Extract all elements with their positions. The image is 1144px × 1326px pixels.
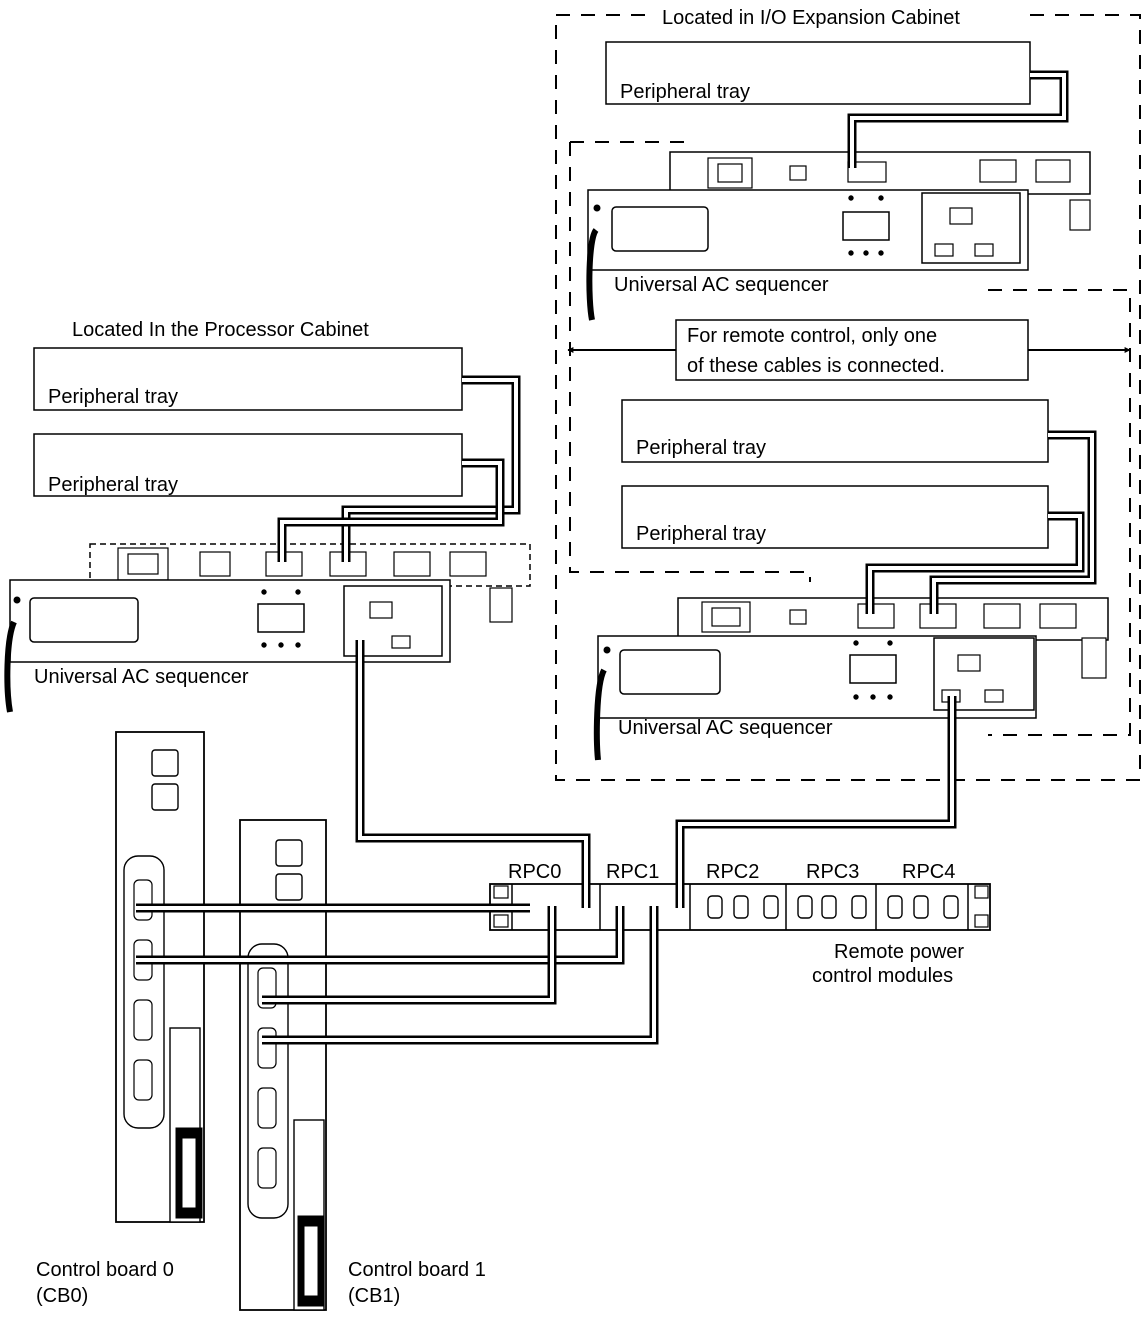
io-sequencer-top-label: Universal AC sequencer xyxy=(614,274,829,296)
io-cabinet-label: Located in I/O Expansion Cabinet xyxy=(662,7,960,29)
control-board-1 xyxy=(239,819,327,1311)
remote-note-line1: For remote control, only one xyxy=(687,325,937,347)
peripheral-tray-label: Peripheral tray xyxy=(48,386,178,408)
rpc2-label: RPC2 xyxy=(706,861,759,883)
proc-sequencer xyxy=(4,543,531,713)
rpc-group-label-line1: Remote power xyxy=(834,941,964,963)
rpc-group-label-line2: control modules xyxy=(812,965,953,987)
io-peripheral-tray-mid: Peripheral tray xyxy=(621,399,1049,463)
peripheral-tray-label: Peripheral tray xyxy=(636,523,766,545)
io-tray-cables-lower xyxy=(865,430,1097,614)
processor-cabinet-label: Located In the Processor Cabinet xyxy=(72,319,369,341)
peripheral-tray-label: Peripheral tray xyxy=(48,474,178,496)
control-board-0 xyxy=(115,731,205,1223)
io-sequencer-bottom-label: Universal AC sequencer xyxy=(618,717,833,739)
io-peripheral-tray-low: Peripheral tray xyxy=(621,485,1049,549)
io-sequencer-top xyxy=(586,151,1091,321)
control-board-1-label: Control board 1 xyxy=(348,1259,486,1281)
io-inner-outline xyxy=(569,141,1131,736)
io-tray-cable-top xyxy=(847,70,1069,168)
io-peripheral-tray-top: Peripheral tray xyxy=(605,41,1031,105)
rpc0-label: RPC0 xyxy=(508,861,561,883)
rpc-ports xyxy=(707,895,959,919)
proc-peripheral-tray-top: Peripheral tray xyxy=(33,347,463,411)
remote-note-line2: of these cables is connected. xyxy=(687,355,945,377)
sequencer-rpc-cables xyxy=(355,640,957,908)
peripheral-tray-label: Peripheral tray xyxy=(620,81,750,103)
rpc1-label: RPC1 xyxy=(606,861,659,883)
rpc4-label: RPC4 xyxy=(902,861,955,883)
proc-peripheral-tray-bottom: Peripheral tray xyxy=(33,433,463,497)
rpc3-label: RPC3 xyxy=(806,861,859,883)
proc-sequencer-label: Universal AC sequencer xyxy=(34,666,249,688)
cb-rpc-cables xyxy=(136,903,659,1045)
proc-tray-cables xyxy=(277,375,521,562)
peripheral-tray-label: Peripheral tray xyxy=(636,437,766,459)
control-board-1-id: (CB1) xyxy=(348,1285,400,1307)
control-board-0-id: (CB0) xyxy=(36,1285,88,1307)
control-board-0-label: Control board 0 xyxy=(36,1259,174,1281)
remote-note: For remote control, only one of these ca… xyxy=(567,319,1131,381)
io-expansion-cabinet-outline xyxy=(555,14,1141,781)
